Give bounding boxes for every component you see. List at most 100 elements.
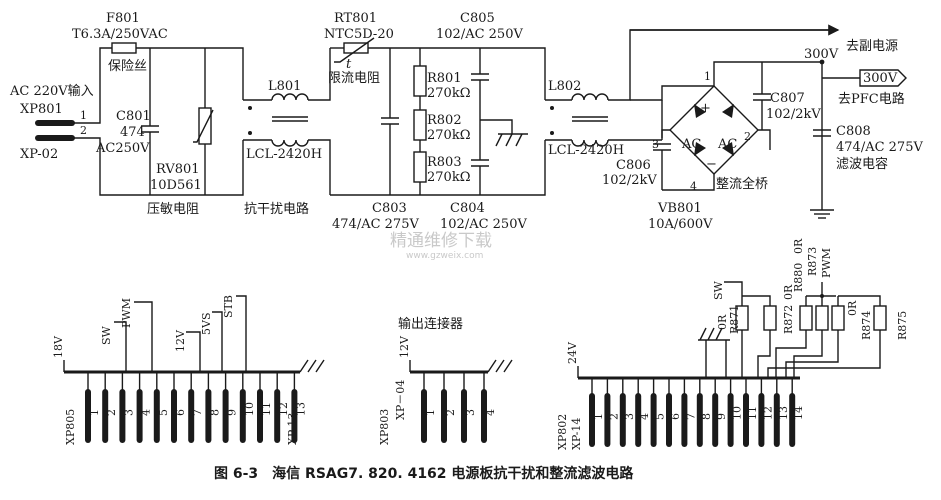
l801-name: 抗干扰电路	[244, 201, 309, 217]
xp805-5vs: 5VS	[200, 313, 213, 335]
bridge-pin-2: 2	[744, 130, 751, 143]
r802-symbol	[413, 109, 427, 141]
vb801-bridge	[661, 85, 771, 191]
c808-ref: C808	[836, 124, 871, 139]
bridge-ac2: AC	[717, 137, 737, 152]
c805-c804-capacitors	[471, 48, 528, 195]
l802-ref: L802	[548, 79, 581, 94]
bridge-pin-1: 1	[704, 70, 711, 83]
wire-live-in	[72, 47, 112, 124]
xp802-pin-label-6: 6	[669, 413, 682, 420]
c804-value: 102/AC 250V	[440, 217, 527, 232]
r874-inner-symbol	[831, 305, 845, 331]
ac-input-connector: AC 220V输入 XP801 XP-02 1 2	[9, 83, 94, 162]
watermark-text: 精通维修下载	[390, 231, 492, 251]
xp802-pin-label-3: 3	[623, 413, 636, 420]
r802-ref: R802	[427, 113, 462, 128]
xp803-pin-label-1: 1	[424, 409, 437, 416]
c801-ref: C801	[116, 109, 151, 124]
bridge-pin-4: 4	[690, 180, 697, 193]
r801-value: 270kΩ	[427, 86, 470, 101]
r874-value: 0R	[846, 300, 859, 316]
c803-value: 474/AC 275V	[332, 217, 419, 232]
xp802-pin-label-10: 10	[731, 406, 744, 420]
rv801-varistor	[193, 48, 214, 195]
xp803-ref: XP803	[378, 409, 391, 445]
xp805-pin-label-1: 1	[88, 409, 101, 416]
xp802-connector: 24V XP802 XP-14 SW 0R R871 R872 0R R880 …	[556, 238, 909, 450]
xp805-ref: XP805	[64, 409, 77, 445]
xp803-pin-label-4: 4	[484, 409, 497, 416]
pfc-tag-label: 300V	[863, 71, 898, 86]
bridge-ac1: AC	[681, 137, 701, 152]
xp803-12v: 12V	[398, 335, 411, 358]
plug-pin-1-label: 1	[80, 109, 87, 122]
xp802-sw: SW	[712, 280, 725, 300]
xp805-chassis-ground	[299, 359, 325, 373]
ground-symbol-main	[810, 209, 834, 219]
rt801-slash	[334, 37, 375, 63]
xp805-18v: 18V	[52, 335, 65, 358]
r803-symbol	[413, 151, 427, 183]
node-300v-label: 300V	[804, 47, 839, 62]
xp805-pin-label-3: 3	[122, 409, 135, 416]
bridge-pin-3: 3	[652, 138, 659, 151]
xp802-pin-label-1: 1	[592, 413, 605, 420]
wire-neutral-mid	[330, 140, 546, 196]
r880-symbol	[799, 305, 813, 331]
c806-value: 102/2kV	[602, 173, 657, 188]
r872-symbol	[763, 305, 777, 331]
c805-ref: C805	[460, 11, 495, 26]
xp805-pin-label-5: 5	[157, 409, 170, 416]
fuse-ref: F801	[106, 11, 140, 26]
rt801-t: t	[346, 57, 352, 72]
r803-value: 270kΩ	[427, 170, 470, 185]
rv801-ref: RV801	[156, 162, 200, 177]
wire-rt801-out	[368, 47, 546, 100]
xp802-ref: XP802	[556, 414, 569, 450]
l801-part: LCL-2420H	[246, 147, 322, 162]
xp805-pin-label-12: 12	[277, 402, 290, 416]
c803-capacitor	[381, 48, 399, 195]
rv801-name: 压敏电阻	[147, 202, 199, 217]
xp802-pin-label-5: 5	[654, 413, 667, 420]
bridge-name: 整流全桥	[716, 176, 768, 192]
xp805-pin-label-8: 8	[208, 409, 221, 416]
xp805-pin-label-13: 13	[294, 402, 307, 416]
pfc-output-tag	[859, 69, 907, 87]
xp802-pin-label-4: 4	[638, 413, 651, 420]
r803-ref: R803	[427, 155, 462, 170]
bridge-minus: −	[706, 157, 717, 172]
xp803-pin-label-3: 3	[464, 409, 477, 416]
xp805-pin-label-2: 2	[105, 409, 118, 416]
c801-rating: AC250V	[95, 141, 150, 156]
vb801-ref: VB801	[657, 201, 702, 216]
watermark: 精通维修下载 www.gzweix.com	[390, 231, 492, 261]
xp802-pin-label-7: 7	[684, 413, 697, 420]
plug-pin-2-label: 2	[80, 124, 87, 137]
bleed-resistor-chain	[413, 48, 427, 195]
l802-choke	[545, 29, 835, 147]
rv801-value: 10D561	[150, 178, 202, 193]
r872-ref: R872	[782, 305, 795, 334]
r875-ref: R875	[896, 311, 909, 340]
xp802-pin-label-8: 8	[700, 413, 713, 420]
c807-value: 102/2kV	[766, 107, 821, 122]
wire-live-fuse-out	[136, 47, 244, 100]
xp805-sw: SW	[100, 325, 113, 345]
xp802-pin-label-12: 12	[761, 406, 774, 420]
vb801-value: 10A/600V	[648, 217, 713, 232]
wire-neutral-in	[72, 137, 244, 196]
xp02-label: XP-02	[20, 147, 58, 162]
sub-power-label: 去副电源	[846, 39, 898, 54]
xp805-pin-label-11: 11	[260, 402, 273, 416]
r801-ref: R801	[427, 71, 462, 86]
c806-ref: C806	[616, 158, 651, 173]
xp802-24v: 24V	[566, 341, 579, 364]
r873-symbol	[815, 305, 829, 331]
